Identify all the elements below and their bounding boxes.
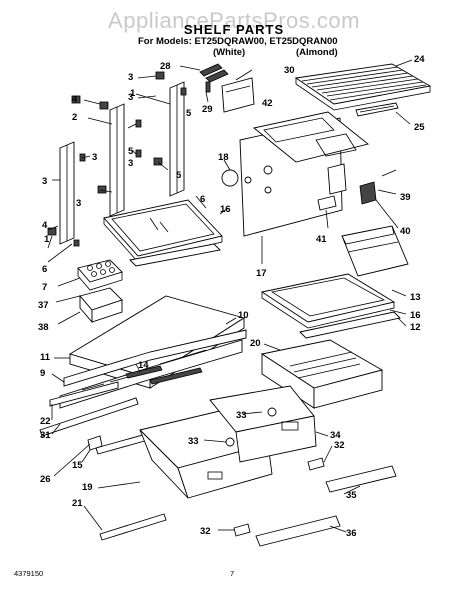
glass-shelf-part [103,199,223,267]
callout-13: 13 [410,292,421,303]
wire-shelf-part [294,63,432,111]
callout-5: 5 [128,146,134,157]
callout-5: 5 [176,170,182,181]
callout-38: 38 [38,322,49,333]
crisper-drawer-part [139,385,317,499]
door-bin-part [341,225,409,277]
shelf-rail-part [59,81,185,245]
callout-12: 12 [410,322,421,333]
callout-26: 26 [40,474,51,485]
callout-28: 28 [160,61,171,72]
callout-3: 3 [128,158,133,169]
leader-lines [47,59,413,533]
color-almond-label: (Almond) [296,47,338,58]
callout-35: 35 [346,490,357,501]
callout-41: 41 [316,234,327,245]
callout-32: 32 [200,526,211,537]
bracket-part [199,63,255,113]
clip-part [47,71,187,247]
callout-7: 7 [42,282,47,293]
callout-31: 31 [40,430,51,441]
callout-9: 9 [40,368,45,379]
callout-3: 3 [92,152,97,163]
callout-1: 1 [44,234,50,245]
dairy-bin-part [79,287,123,324]
glass-shelf-part [260,273,401,339]
callout-17: 17 [256,268,267,279]
callout-11: 11 [40,352,51,363]
callout-39: 39 [400,192,411,203]
watermark: AppliancePartsPros.com [108,8,360,33]
callout-3: 3 [128,92,133,103]
callout-6: 6 [200,194,205,205]
callout-16: 16 [220,204,231,215]
callout-32: 32 [334,440,345,451]
crisper-drawer-part [260,339,384,409]
callout-20: 20 [250,338,261,349]
crisper-cover-part [49,295,247,409]
callout-3: 3 [42,176,47,187]
callout-37: 37 [38,300,49,311]
callout-16: 16 [410,310,421,321]
callout-18: 18 [218,152,229,163]
callout-36: 36 [346,528,357,539]
callout-29: 29 [202,104,213,115]
callout-5: 5 [186,108,192,119]
callout-14: 14 [138,360,149,371]
control-housing-part [252,111,369,195]
diagram-title: SHELF PARTS [183,22,285,37]
callout-4: 4 [42,220,48,231]
callout-labels: 28 30 24 3 3 1 29 5 42 4 2 25 5 3 18 3 5… [38,54,425,539]
callout-24: 24 [414,54,425,65]
color-white-label: (White) [213,47,246,58]
callout-3: 3 [128,72,133,83]
callout-10: 10 [238,310,249,321]
callout-6: 6 [42,264,47,275]
callout-15: 15 [72,460,83,471]
callout-19: 19 [82,482,93,493]
callout-25: 25 [414,122,425,133]
callout-33: 33 [236,410,247,421]
callout-2: 2 [72,112,77,123]
small-bracket-part [317,169,397,211]
callout-1: 1 [130,88,136,99]
callout-34: 34 [330,430,341,441]
egg-tray-part [77,259,123,291]
callout-22: 22 [40,416,51,427]
page-number: 7 [230,569,235,578]
callout-33: 33 [188,436,199,447]
shelf-rail-part [355,102,399,117]
callout-3: 3 [76,198,81,209]
callout-42: 42 [262,98,273,109]
drawer-trim-part [87,435,397,547]
callout-4: 4 [72,94,78,105]
model-numbers: For Models: ET25DQRAW00, ET25DQRAN00 [138,36,338,47]
callout-40: 40 [400,226,411,237]
callout-30: 30 [284,65,295,76]
document-number: 4379150 [14,569,44,578]
callout-21: 21 [72,498,83,509]
